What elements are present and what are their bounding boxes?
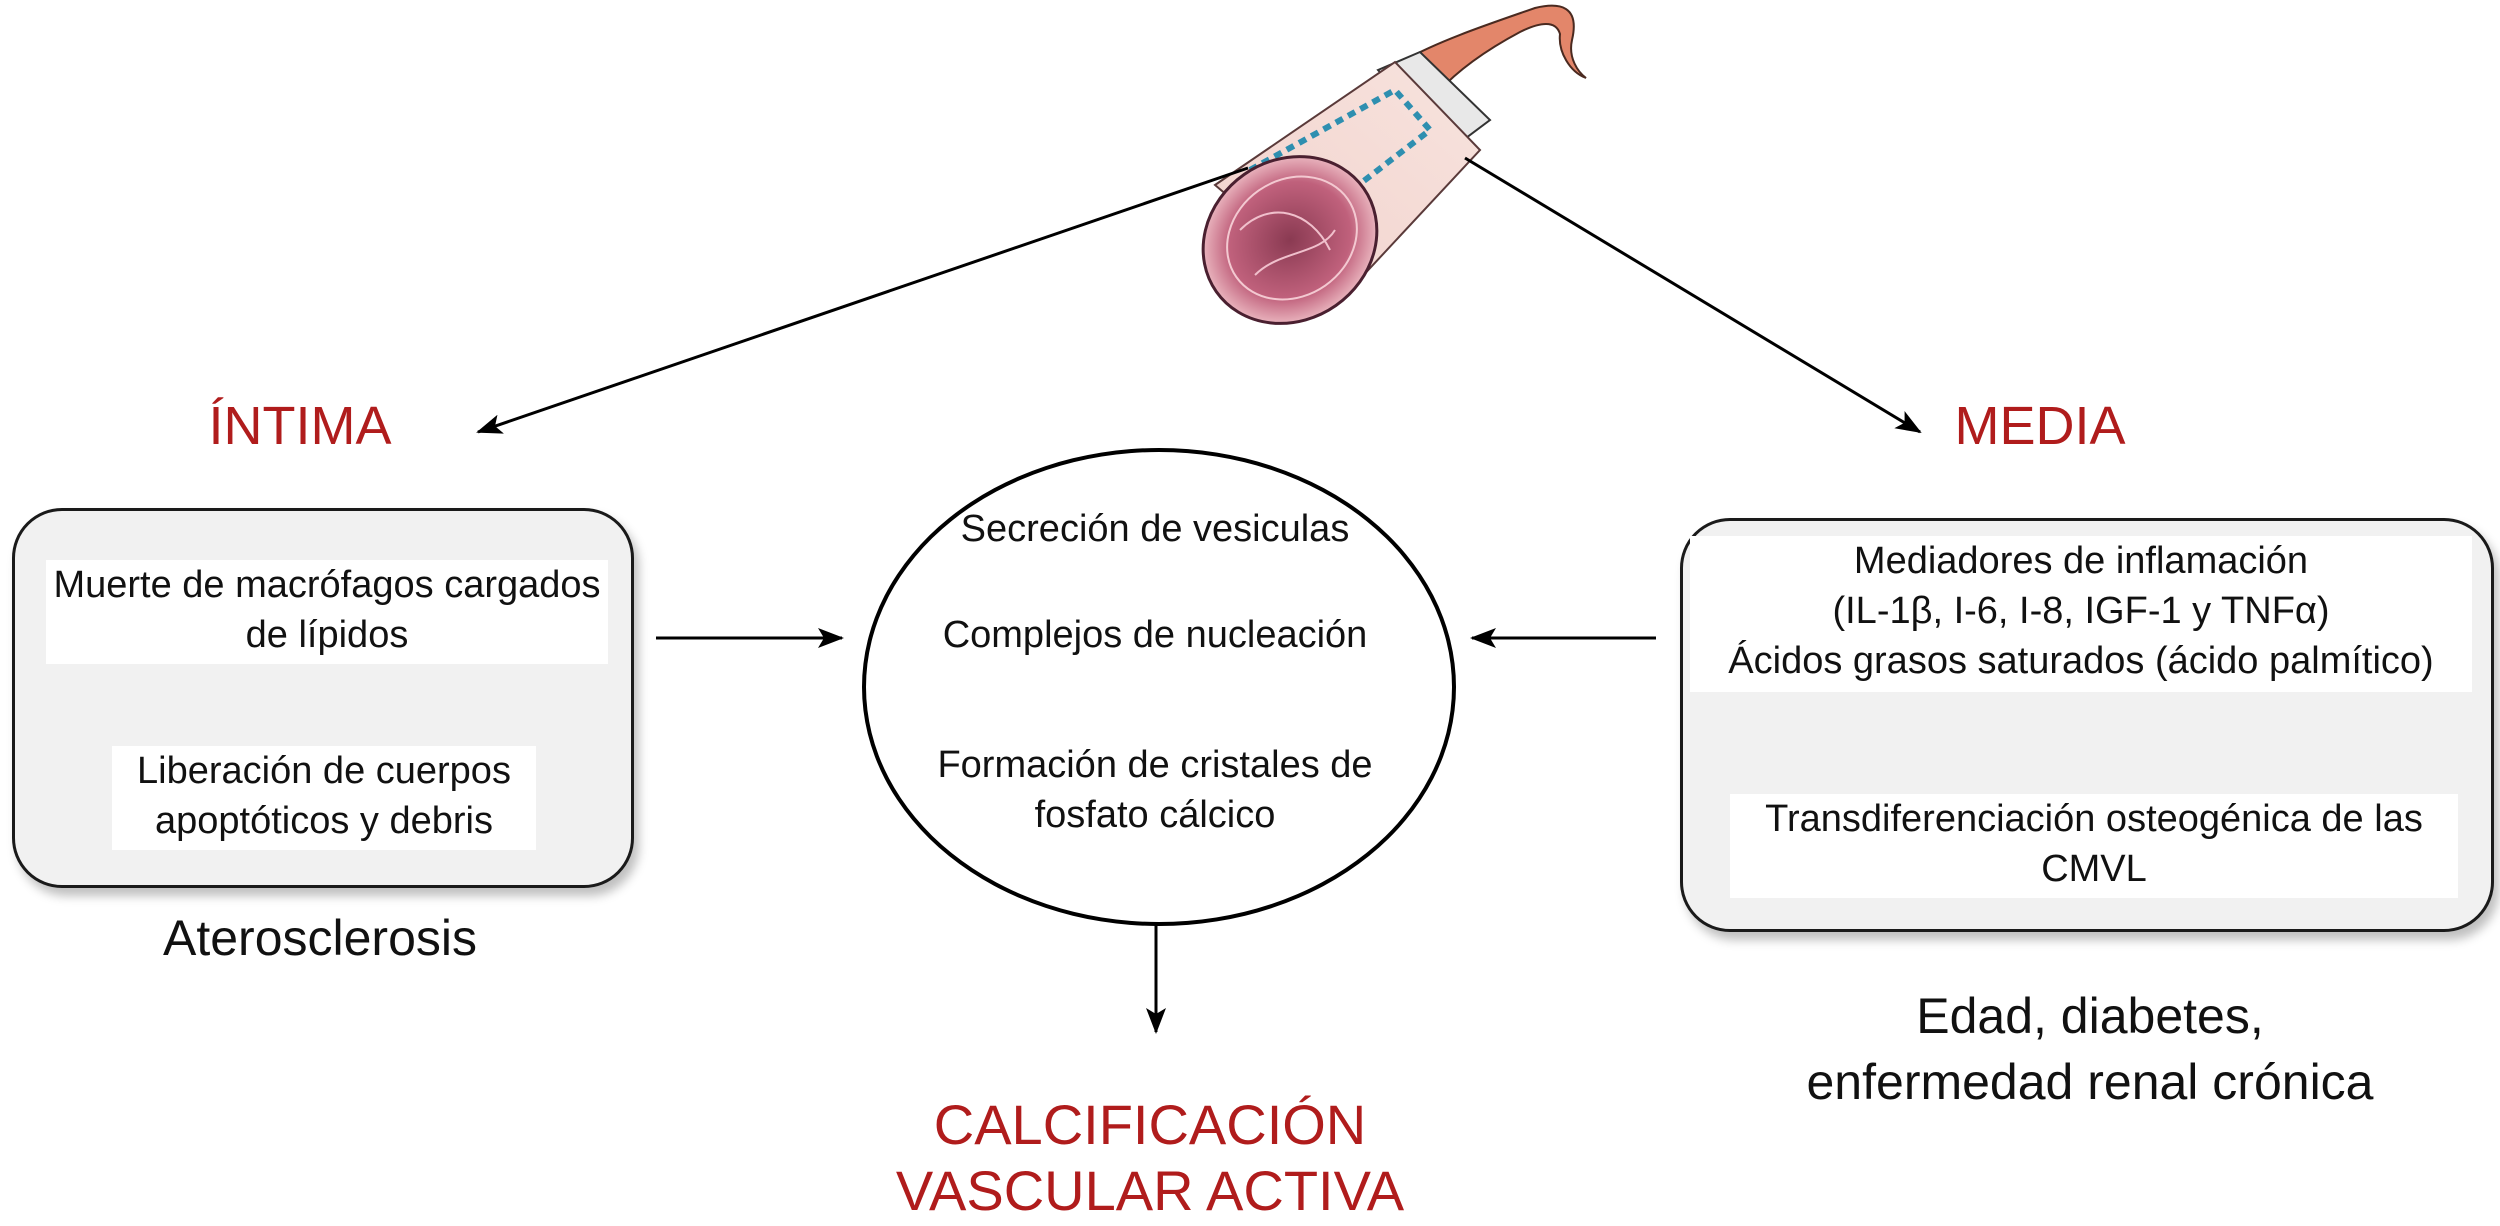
step-crystal-formation-1: Formación de cristales de bbox=[937, 744, 1373, 786]
arrow-to-media bbox=[1464, 156, 1922, 434]
intima-line-3: Liberación de cuerpos bbox=[137, 750, 511, 792]
step-crystal-formation-2: fosfato cálcico bbox=[1034, 794, 1276, 836]
step-vesicle-secretion: Secreción de vesiculas bbox=[960, 508, 1350, 550]
media-line-5: CMVL bbox=[2041, 848, 2147, 890]
media-line-2: (IL-1β, I-6, I-8, IGF-1 y TNFα) bbox=[1832, 590, 2330, 632]
result-line-1: CALCIFICACIÓN bbox=[933, 1093, 1367, 1156]
result-line-2: VASCULAR ACTIVA bbox=[895, 1159, 1405, 1222]
arrow-to-intima bbox=[476, 166, 1249, 434]
media-line-4: Transdiferenciación osteogénica de las bbox=[1765, 798, 2423, 840]
artery-illustration bbox=[1201, 4, 1587, 325]
intima-heading: ÍNTIMA bbox=[208, 396, 392, 456]
atherosclerosis-caption: Aterosclerosis bbox=[163, 910, 477, 966]
media-box-text-2: Transdiferenciación osteogénica de las C… bbox=[1730, 794, 2458, 898]
intima-line-2: de lípidos bbox=[245, 614, 409, 656]
intima-line-4: apoptóticos y debris bbox=[155, 800, 493, 842]
intima-line-1: Muerte de macrófagos cargados bbox=[53, 564, 601, 606]
step-nucleation-complexes: Complejos de nucleación bbox=[942, 614, 1368, 656]
media-line-1: Mediadores de inflamación bbox=[1853, 540, 2309, 582]
center-process-ellipse bbox=[862, 448, 1456, 926]
risk-factors-line-1: Edad, diabetes, bbox=[1916, 988, 2264, 1044]
intima-box-text-2: Liberación de cuerpos apoptóticos y debr… bbox=[112, 746, 536, 850]
risk-factors-line-2: enfermedad renal crónica bbox=[1806, 1054, 2374, 1110]
media-heading: MEDIA bbox=[1954, 396, 2126, 456]
media-line-3: Ácidos grasos saturados (ácido palmítico… bbox=[1728, 640, 2434, 682]
intima-box-text-1: Muerte de macrófagos cargados de lípidos bbox=[46, 560, 608, 664]
media-box-text-1: Mediadores de inflamación (IL-1β, I-6, I… bbox=[1690, 536, 2472, 692]
